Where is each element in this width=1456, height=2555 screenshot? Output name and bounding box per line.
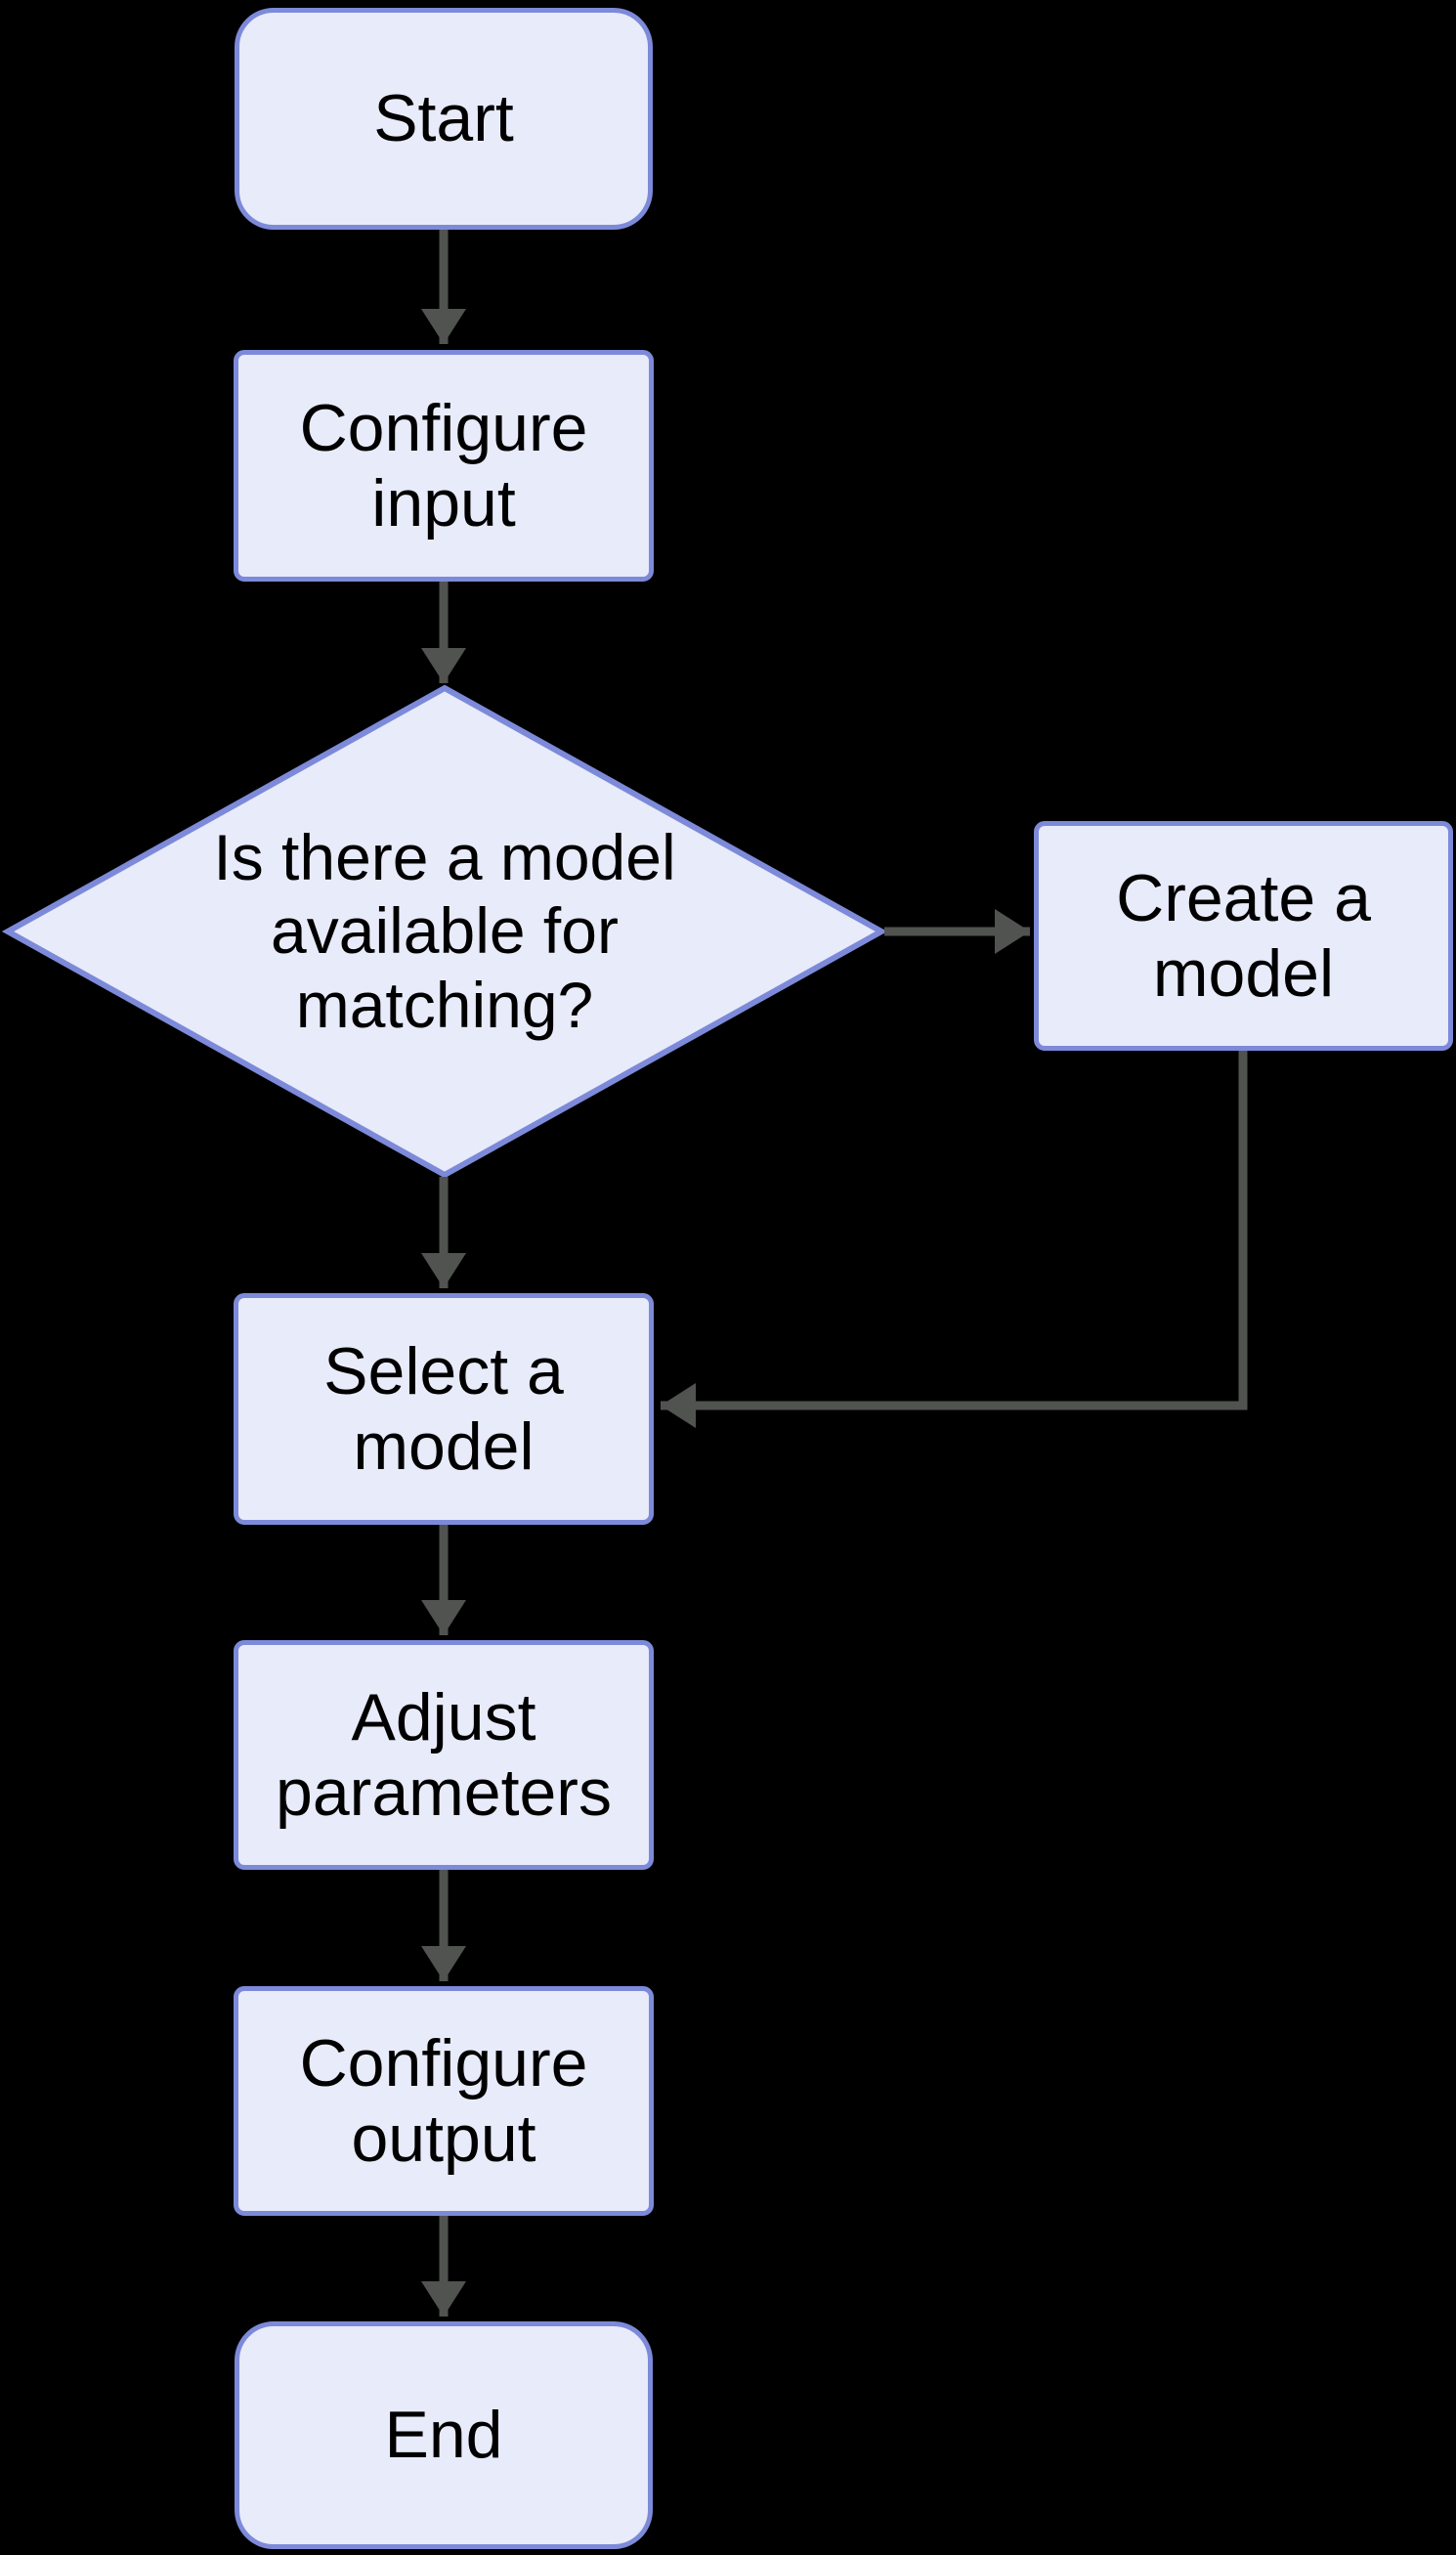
node-configure-input-label: Configure input <box>299 391 588 541</box>
node-create-model: Create a model <box>1034 821 1453 1051</box>
node-decision-label: Is there a model available for matching? <box>213 821 676 1041</box>
node-configure-output: Configure output <box>234 1986 654 2216</box>
edge-create-model-to-select-model <box>661 1051 1248 1428</box>
node-start: Start <box>235 8 653 230</box>
decision-diamond-shape <box>1 684 888 1179</box>
node-decision-label-box: Is there a model available for matching? <box>78 785 811 1078</box>
node-select-model-label: Select a model <box>323 1334 564 1484</box>
node-configure-output-label: Configure output <box>299 2026 588 2176</box>
node-adjust-parameters-label: Adjust parameters <box>276 1680 612 1830</box>
node-create-model-label: Create a model <box>1116 861 1371 1011</box>
node-configure-input: Configure input <box>234 350 654 582</box>
node-end: End <box>235 2321 653 2549</box>
node-end-label: End <box>384 2398 503 2473</box>
node-start-label: Start <box>373 81 514 156</box>
node-select-model: Select a model <box>234 1293 654 1525</box>
node-adjust-parameters: Adjust parameters <box>234 1640 654 1870</box>
